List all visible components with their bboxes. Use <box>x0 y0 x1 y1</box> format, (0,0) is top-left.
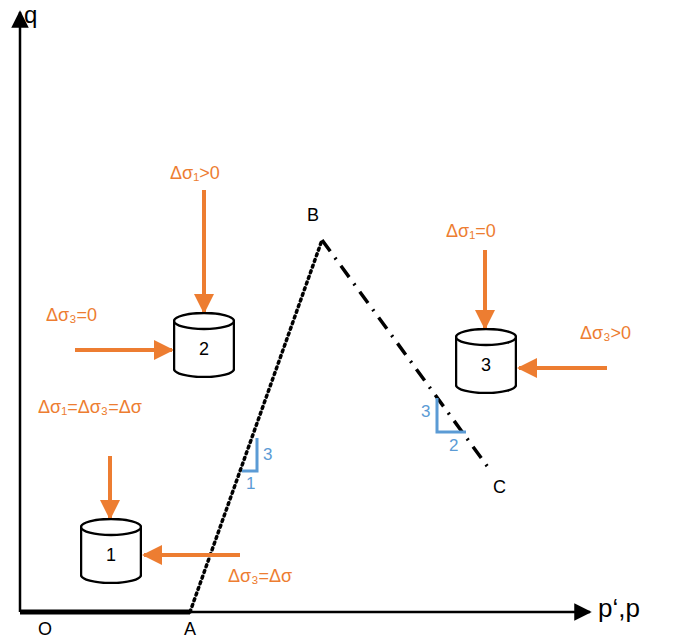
sample-number: 3 <box>455 355 517 376</box>
load-arrow <box>108 456 112 518</box>
slope-mark <box>242 438 257 471</box>
q-axis <box>19 12 22 612</box>
stress-label: Δσ₃=0 <box>46 306 97 326</box>
slope-number: 3 <box>263 446 272 465</box>
load-arrow <box>75 348 172 352</box>
slope-mark <box>437 398 466 432</box>
isotropic-path <box>20 610 190 615</box>
sample-cylinder: 2 <box>173 312 235 378</box>
slope-number: 1 <box>246 475 255 494</box>
axis-label: p‘,p <box>598 594 640 623</box>
stress-label: Δσ₃=Δσ <box>228 567 292 587</box>
load-arrow <box>483 250 487 328</box>
point-label: A <box>184 620 196 640</box>
stress-label: Δσ₁=0 <box>446 222 496 242</box>
point-label: B <box>307 206 319 226</box>
sample-number: 1 <box>80 545 142 566</box>
sample-number: 2 <box>173 339 235 360</box>
load-arrow <box>519 366 607 370</box>
sample-cylinder: 1 <box>80 518 142 584</box>
p-axis <box>20 611 590 614</box>
point-label: O <box>38 620 52 640</box>
stress-label: Δσ₁=Δσ₃=Δσ <box>38 398 142 418</box>
point-label: C <box>493 478 506 498</box>
load-arrow <box>144 553 240 557</box>
stress-label: Δσ₁>0 <box>170 164 220 184</box>
stress-label: Δσ₃>0 <box>580 324 631 344</box>
slope-number: 3 <box>421 403 430 422</box>
sample-cylinder: 3 <box>455 328 517 394</box>
load-arrow <box>202 190 206 312</box>
axis-label: q <box>24 2 37 28</box>
slope-number: 2 <box>449 437 458 456</box>
